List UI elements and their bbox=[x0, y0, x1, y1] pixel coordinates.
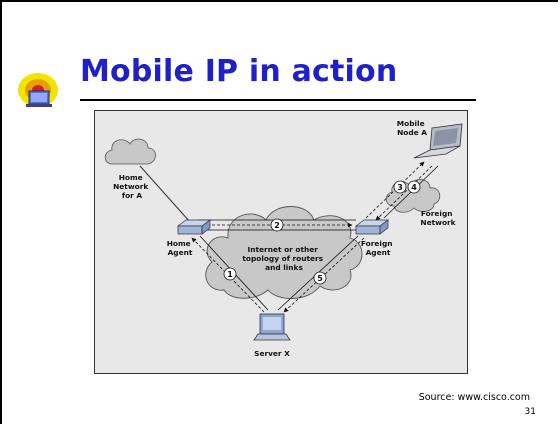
server-x-label: Server X bbox=[254, 349, 290, 358]
computer-globe-logo-icon bbox=[18, 73, 58, 107]
foreign-network-label: Foreign Network bbox=[420, 209, 456, 227]
source-citation: Source: www.cisco.com bbox=[418, 392, 530, 403]
home-agent-label: Home Agent bbox=[167, 239, 194, 257]
step-2-badge bbox=[270, 218, 284, 232]
step-1-number: 1 bbox=[227, 270, 233, 279]
step-5-badge bbox=[313, 271, 327, 285]
step-1-badge bbox=[223, 267, 237, 281]
step-4-badge bbox=[407, 180, 421, 194]
foreign-agent-router bbox=[354, 219, 390, 235]
foreign-agent-label: Foreign Agent bbox=[361, 239, 395, 257]
step-4-arrow bbox=[375, 165, 433, 221]
internet-label: Internet or other topology of routers an… bbox=[242, 245, 325, 272]
step-5-number: 5 bbox=[317, 274, 323, 283]
title-underline bbox=[80, 99, 476, 101]
page-number: 31 bbox=[524, 407, 536, 417]
step-2-number: 2 bbox=[274, 221, 280, 230]
home-network-label: Home Network for A bbox=[113, 173, 151, 200]
step-5-arrow bbox=[283, 237, 365, 313]
mobile-node-laptop bbox=[413, 123, 463, 159]
slide-title: Mobile IP in action bbox=[80, 54, 398, 89]
home-network-link bbox=[139, 165, 191, 223]
mobile-node-label: Mobile Node A bbox=[397, 119, 427, 137]
home-agent-router bbox=[176, 219, 212, 235]
server-x-computer bbox=[253, 313, 291, 341]
step-4-number: 4 bbox=[411, 183, 417, 192]
step-3-number: 3 bbox=[397, 183, 403, 192]
home-network-cloud bbox=[104, 138, 156, 165]
step-3-badge bbox=[393, 180, 407, 194]
mobile-ip-diagram: Home Network for A Internet or other top… bbox=[94, 110, 468, 374]
